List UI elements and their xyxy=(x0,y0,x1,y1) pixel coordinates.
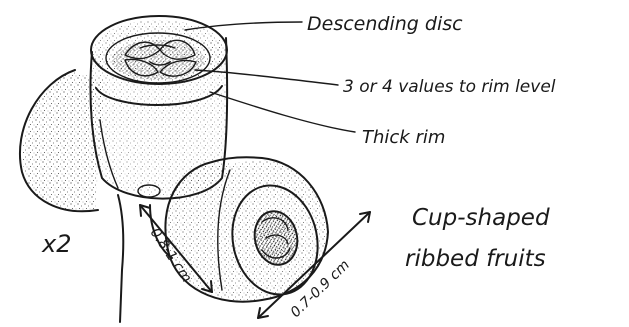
label-thick-rim: Thick rim xyxy=(362,127,445,148)
caption-line-1: Cup-shaped xyxy=(412,205,550,231)
caption-line-2: ribbed fruits xyxy=(405,246,546,272)
lower-fruit xyxy=(165,157,328,302)
label-valves: 3 or 4 values to rim level xyxy=(343,77,556,97)
magnification-label: x2 xyxy=(41,230,71,258)
label-descending-disc: Descending disc xyxy=(307,13,463,35)
